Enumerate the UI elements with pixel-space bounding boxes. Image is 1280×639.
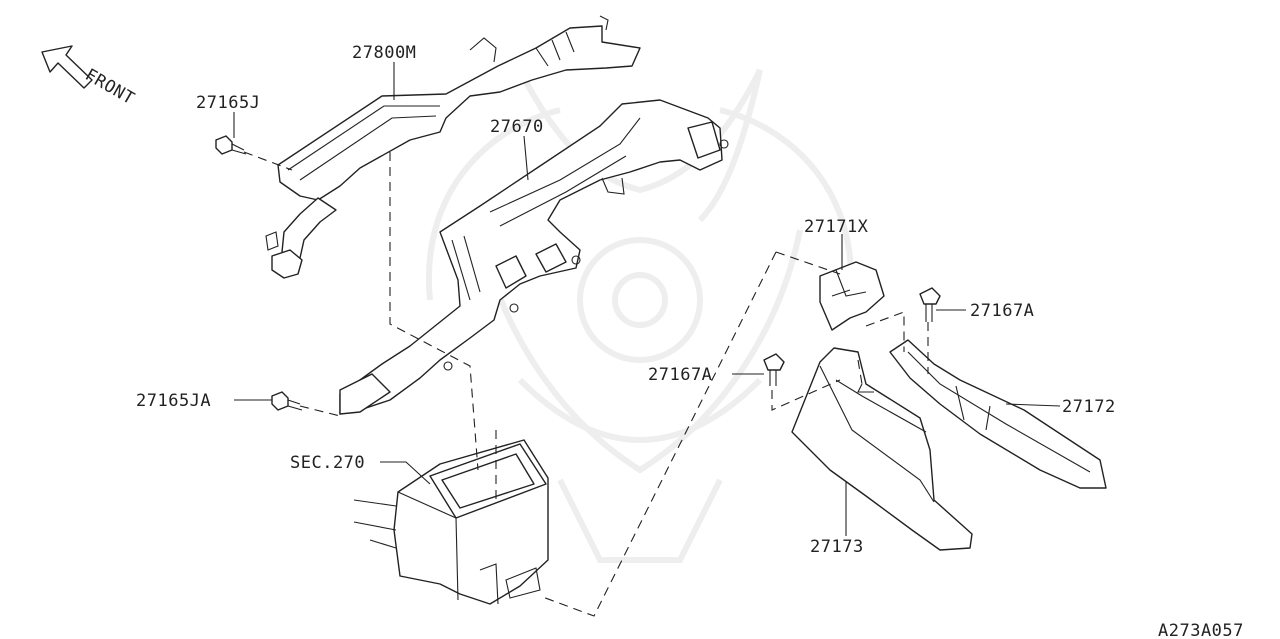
- label-27167A-left: 27167A: [648, 365, 712, 385]
- label-27670: 27670: [490, 117, 544, 137]
- screw-27167A-right-icon: [919, 287, 941, 322]
- screw-27165JA-icon: [271, 391, 303, 411]
- rear-duct-27173: [791, 347, 973, 551]
- label-27165JA: 27165JA: [136, 391, 211, 411]
- watermark-emblem: [425, 68, 855, 563]
- bracket-27171X: [819, 261, 885, 331]
- label-27171X: 27171X: [804, 217, 869, 237]
- rear-duct-27172: [889, 339, 1107, 489]
- screw-27165J-icon: [215, 135, 247, 155]
- label-27165J: 27165J: [196, 93, 260, 113]
- front-label: FRONT: [82, 65, 138, 109]
- label-27800M: 27800M: [352, 43, 416, 63]
- assembly-dashed-lines: [243, 151, 929, 617]
- front-arrow-icon: [41, 45, 93, 89]
- label-27167A-right: 27167A: [970, 301, 1034, 321]
- screw-27167A-left-icon: [763, 353, 785, 386]
- leader-lines: [233, 62, 1061, 536]
- center-vent-duct-27670: [339, 99, 729, 415]
- figure-code: A273A057: [1158, 621, 1244, 639]
- label-27172: 27172: [1062, 397, 1116, 417]
- label-27173: 27173: [810, 537, 864, 557]
- side-vent-duct-27800M: [265, 15, 641, 279]
- heater-unit-sec270: [353, 439, 549, 605]
- label-sec270: SEC.270: [290, 453, 365, 473]
